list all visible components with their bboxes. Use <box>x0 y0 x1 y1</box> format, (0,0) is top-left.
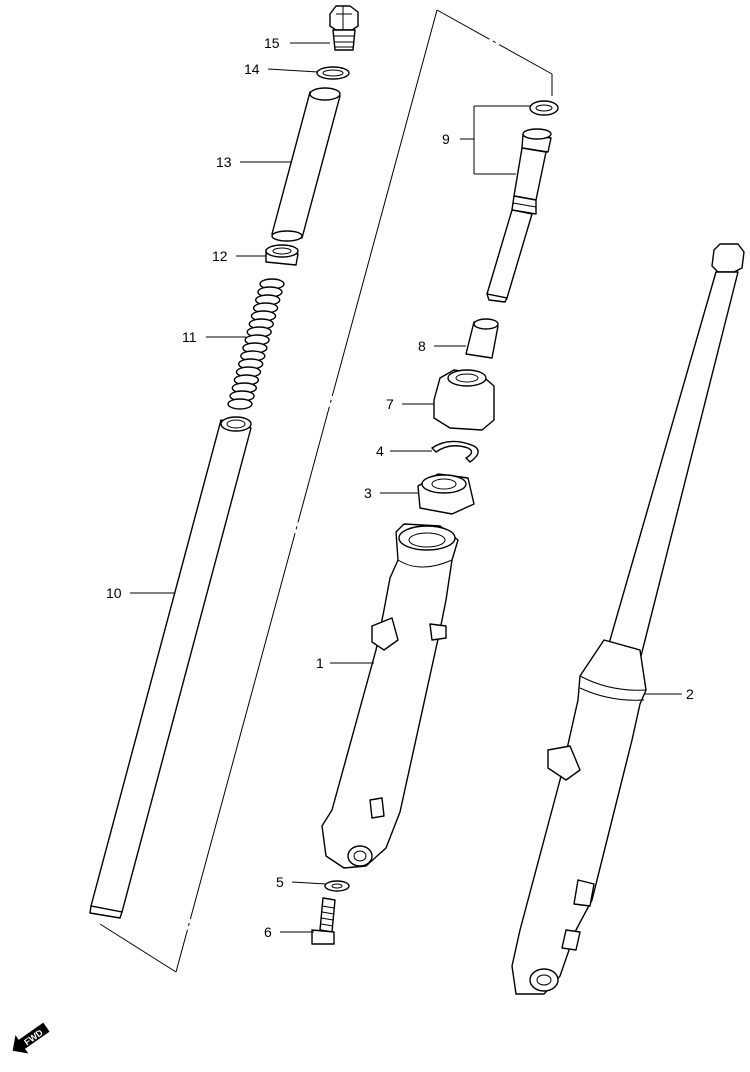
part-6-bolt <box>311 897 336 945</box>
spring-coil <box>227 398 253 410</box>
part-2-front-fork-assy <box>511 243 745 995</box>
callout-9: 9 <box>442 131 450 147</box>
leader-lines <box>130 42 682 933</box>
callout-5: 5 <box>276 874 284 890</box>
part-3-oil-seal <box>417 473 475 515</box>
forward-arrow-icon: FWD <box>12 1022 50 1054</box>
part-15-fork-cap-bolt <box>329 5 359 51</box>
part-4-stopper-ring <box>431 440 479 463</box>
callout-2: 2 <box>686 686 694 702</box>
callout-3: 3 <box>364 485 372 501</box>
callout-1: 1 <box>316 655 324 671</box>
callout-11: 11 <box>182 329 197 345</box>
callout-labels: 15 14 13 12 11 10 9 8 7 4 3 1 2 5 6 <box>106 35 694 940</box>
callout-6: 6 <box>264 924 272 940</box>
callout-12: 12 <box>212 248 228 264</box>
callout-13: 13 <box>216 154 232 170</box>
part-10-inner-tube <box>89 416 252 919</box>
part-7-dust-seal <box>433 369 495 431</box>
callout-14: 14 <box>244 61 260 77</box>
part-8-oil-lock-piece <box>465 318 499 359</box>
callout-10: 10 <box>106 585 122 601</box>
callout-8: 8 <box>418 338 426 354</box>
part-1-outer-tube <box>321 523 459 869</box>
part-9-damper-rod <box>486 100 559 303</box>
callout-7: 7 <box>386 396 394 412</box>
callout-4: 4 <box>376 443 384 459</box>
part-14-o-ring <box>316 66 350 80</box>
part-11-fork-spring <box>227 278 285 410</box>
part-5-gasket <box>324 880 350 892</box>
part-12-spring-seat <box>265 244 299 266</box>
callout-15: 15 <box>264 35 280 51</box>
part-13-spacer <box>271 87 341 242</box>
assembly-boundary <box>99 9 553 973</box>
